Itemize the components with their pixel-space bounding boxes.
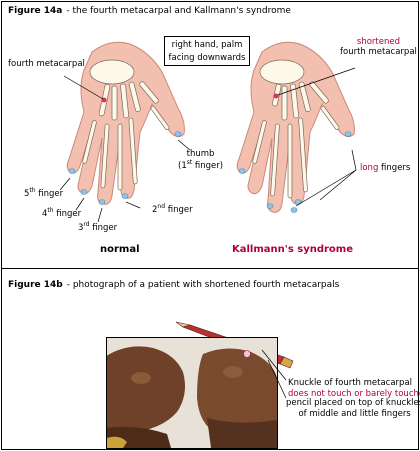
kallmann-hand xyxy=(236,41,357,213)
orientation-note-box: right hand, palm facing downwards xyxy=(164,36,250,66)
label-pencil-line2: of middle and little fingers xyxy=(298,409,411,419)
label-long-fingers: long fingers xyxy=(360,163,411,173)
title-normal: normal xyxy=(100,244,140,255)
figure-14a-caption: Figure 14a- the fourth metacarpal and Ka… xyxy=(8,6,291,16)
label-third-finger: 3rd finger xyxy=(78,221,118,233)
title-kallmann: Kallmann's syndrome xyxy=(232,244,354,255)
figure-14b-caption: Figure 14b- photograph of a patient with… xyxy=(8,280,339,290)
figure-14b-text: - photograph of a patient with shortened… xyxy=(66,280,340,290)
label-fourth-metacarpal-kallmann: fourth metacarpal xyxy=(340,46,417,57)
section-divider xyxy=(1,268,419,269)
label-fourth-finger: 4th finger xyxy=(42,207,82,219)
orientation-note-line2: facing downwards xyxy=(168,53,246,63)
label-pencil: pencil placed on top of knuckles of midd… xyxy=(286,398,420,420)
label-second-finger: 2nd finger xyxy=(152,203,193,215)
label-thumb-line2: (1st finger) xyxy=(178,158,224,171)
label-knuckle-line2: does not touch or barely touches xyxy=(288,389,420,399)
label-thumb: thumb (1st finger) xyxy=(178,149,224,171)
label-fifth-finger: 5th finger xyxy=(24,187,64,199)
normal-hand xyxy=(59,41,191,223)
label-pencil-line1: pencil placed on top of knuckles xyxy=(286,398,420,408)
figure-14b-label: Figure 14b xyxy=(8,280,63,290)
fists-photo-drawing xyxy=(107,338,277,448)
label-thumb-line1: thumb xyxy=(186,149,215,159)
label-shortened: shortened xyxy=(356,37,400,47)
figure-14a-label: Figure 14a xyxy=(8,6,63,16)
patient-photograph xyxy=(106,337,278,449)
label-knuckle-line1: Knuckle of fourth metacarpal xyxy=(288,378,413,388)
orientation-note-line1: right hand, palm xyxy=(171,40,243,50)
label-fourth-metacarpal-normal: fourth metacarpal xyxy=(8,59,85,69)
label-shortened-fourth-metacarpal: shortened fourth metacarpal xyxy=(340,37,417,58)
label-knuckle: Knuckle of fourth metacarpal does not to… xyxy=(288,378,420,400)
figure-14a-text: - the fourth metacarpal and Kallmann's s… xyxy=(66,6,291,16)
